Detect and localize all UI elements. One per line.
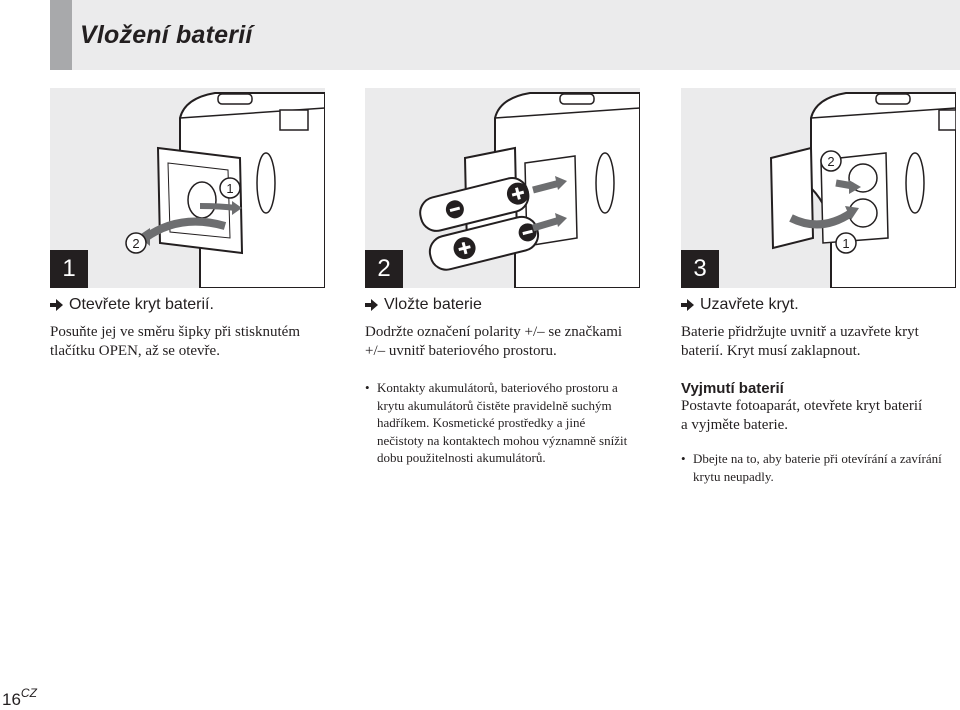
arrow-right-icon — [365, 299, 378, 311]
text-line: +/– uvnitř bateriového prostoru. — [365, 343, 557, 359]
text-line: tlačítku OPEN, až se otevře. — [50, 343, 220, 359]
step-number-badge: 2 — [365, 250, 403, 288]
text-line: krytu neupadly. — [693, 469, 774, 484]
page-number-value: 16 — [2, 690, 21, 709]
arrow-right-icon — [50, 299, 63, 311]
camera-illustration: 1 2 — [50, 88, 325, 288]
section-heading: Vyjmutí baterií — [681, 380, 960, 397]
callout-2: 2 — [132, 236, 139, 251]
language-code: CZ — [21, 686, 37, 700]
text-line: Dbejte na to, aby baterie při otevírání … — [693, 451, 942, 466]
text-line: Kontakty akumulátorů, bateriového prosto… — [377, 380, 618, 395]
text-line: baterií. Kryt musí zaklapnout. — [681, 343, 861, 359]
step-heading-label: Vložte baterie — [384, 296, 482, 314]
text-line: Postavte fotoaparát, otevřete kryt bater… — [681, 398, 922, 414]
bullet-marker: • — [365, 379, 370, 397]
step-2-text: Vložte baterie Dodržte označení polarity… — [365, 296, 645, 467]
step-heading: Uzavřete kryt. — [681, 296, 960, 314]
step-heading: Otevřete kryt baterií. — [50, 296, 330, 314]
callout-1: 1 — [226, 181, 233, 196]
step-description: Dodržte označení polarity +/– se značkam… — [365, 323, 645, 361]
battery-illustration — [365, 88, 640, 288]
step-description: Posuňte jej ve směru šipky při stisknuté… — [50, 323, 330, 361]
step-heading-label: Uzavřete kryt. — [700, 296, 799, 314]
callout-2: 2 — [827, 154, 834, 169]
note-bullet: • Dbejte na to, aby baterie při otevírán… — [681, 450, 960, 485]
step-1-illustration: 1 2 1 — [50, 88, 325, 288]
text-line: a vyjměte baterie. — [681, 417, 788, 433]
text-line: Posuňte jej ve směru šipky při stisknuté… — [50, 324, 300, 340]
arrow-right-icon — [681, 299, 694, 311]
step-description: Baterie přidržujte uvnitř a uzavřete kry… — [681, 323, 960, 361]
step-heading-label: Otevřete kryt baterií. — [69, 296, 214, 314]
text-line: dobu použitelnosti akumulátorů. — [377, 450, 546, 465]
text-line: krytu akumulátorů čistěte pravidelně suc… — [377, 398, 612, 413]
note-bullet: • Kontakty akumulátorů, bateriového pros… — [365, 379, 645, 467]
step-number-badge: 3 — [681, 250, 719, 288]
step-3-illustration: 2 1 3 — [681, 88, 956, 288]
text-line: nečistoty na kontaktech mohou významně s… — [377, 433, 627, 448]
text-line: hadříkem. Kosmetické prostředky a jiné — [377, 415, 585, 430]
camera-illustration: 2 1 — [681, 88, 956, 288]
text-line: Baterie přidržujte uvnitř a uzavřete kry… — [681, 324, 919, 340]
section-description: Postavte fotoaparát, otevřete kryt bater… — [681, 397, 960, 435]
step-heading: Vložte baterie — [365, 296, 645, 314]
text-line: Dodržte označení polarity +/– se značkam… — [365, 324, 622, 340]
bullet-marker: • — [681, 450, 686, 468]
step-number-badge: 1 — [50, 250, 88, 288]
callout-1: 1 — [842, 236, 849, 251]
step-2-illustration: 2 — [365, 88, 640, 288]
step-1-text: Otevřete kryt baterií. Posuňte jej ve sm… — [50, 296, 330, 361]
step-3-text: Uzavřete kryt. Baterie přidržujte uvnitř… — [681, 296, 960, 485]
page-title: Vložení baterií — [80, 21, 252, 50]
page-number: 16CZ — [2, 686, 37, 710]
